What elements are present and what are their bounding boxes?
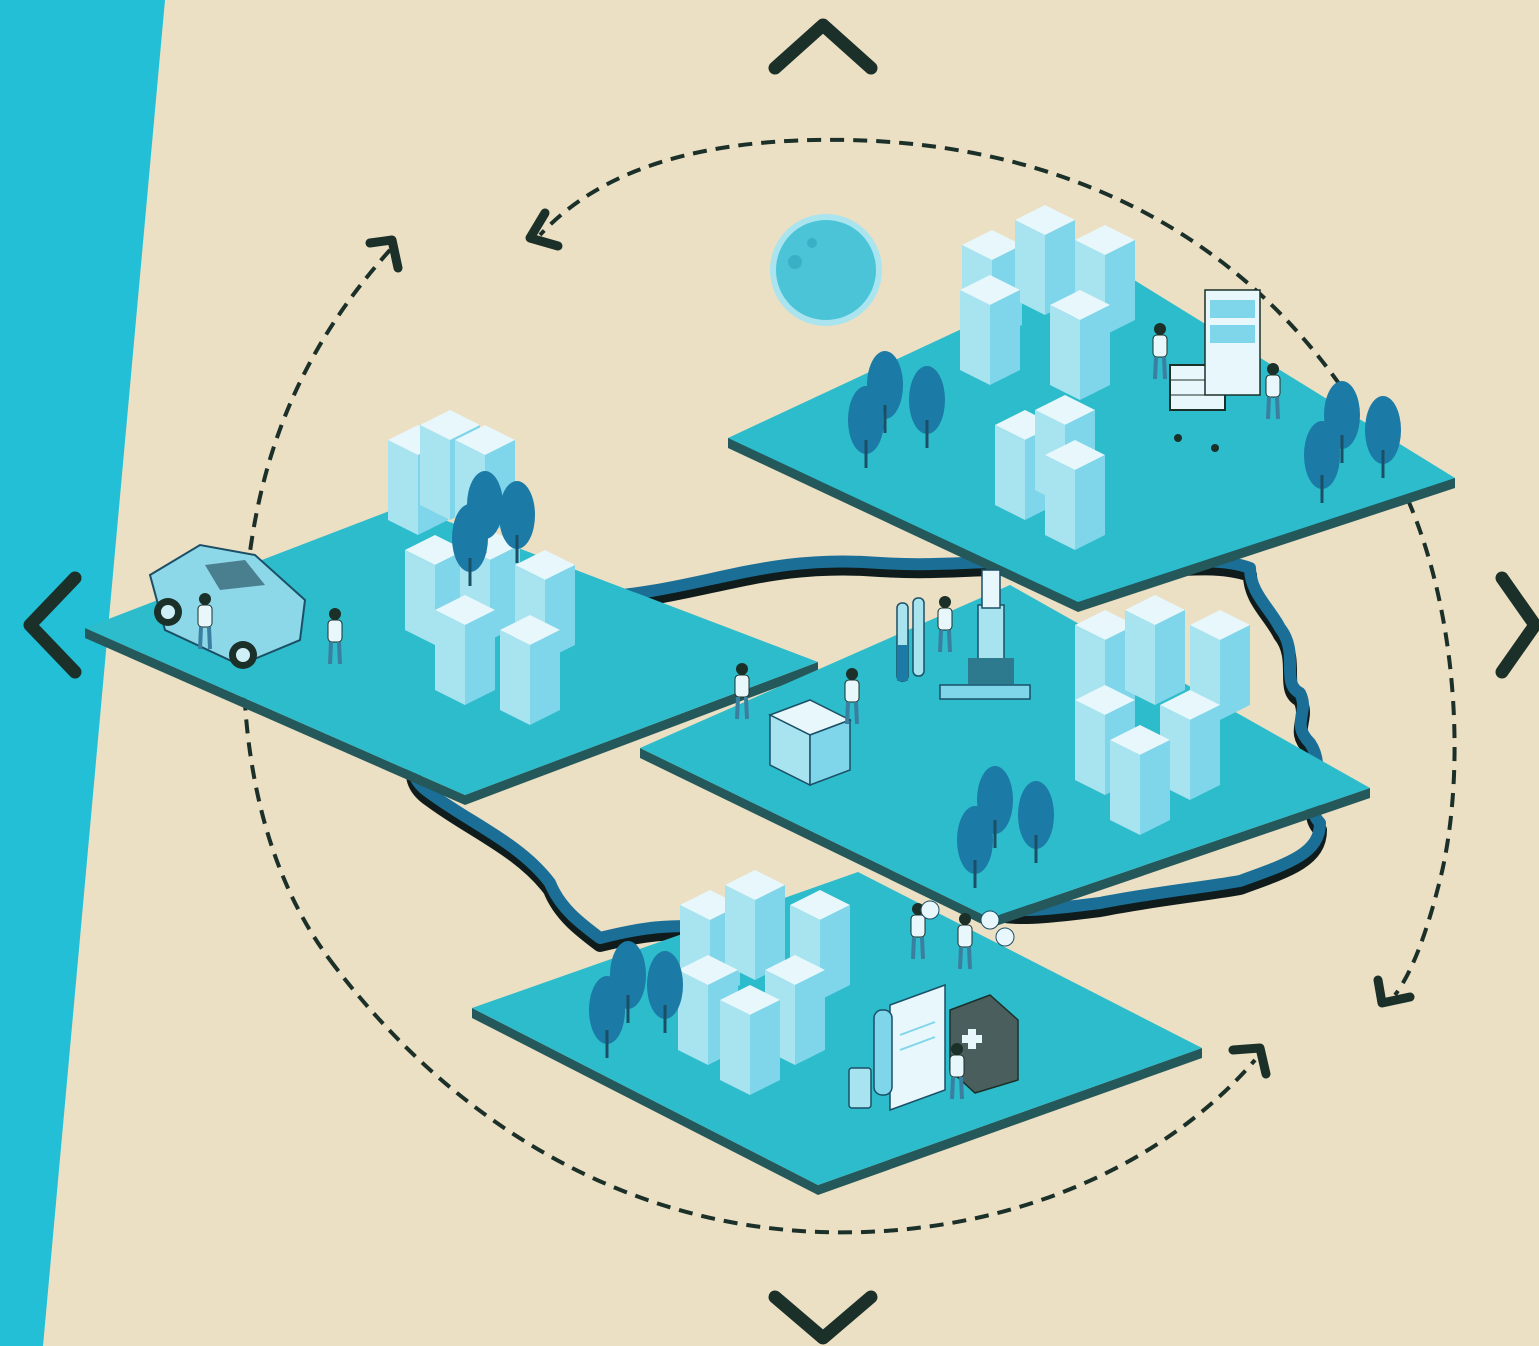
microscope-icon xyxy=(939,569,1031,700)
platform-healthcare-top xyxy=(472,872,1202,1185)
clipboard-icon xyxy=(889,983,946,1112)
cycle-arc-bottom xyxy=(328,958,1257,1235)
medicine-bottle-icon xyxy=(848,1009,893,1109)
platform-healthcare-edge xyxy=(472,1008,1202,1195)
arrowhead-top-icon xyxy=(525,208,563,251)
test-tubes-icon xyxy=(896,597,925,682)
chevron-down-icon xyxy=(768,1290,878,1345)
arrowhead-left-icon xyxy=(365,235,403,273)
nav-left-button[interactable] xyxy=(15,565,90,690)
chevron-left-icon xyxy=(23,571,82,679)
platform-healthcare[interactable] xyxy=(472,870,1202,1195)
arrowhead-right-icon xyxy=(1373,975,1415,1008)
pallet-boxes xyxy=(768,699,852,787)
flower-pots xyxy=(920,900,1015,947)
car-icon xyxy=(148,543,307,669)
platform-laboratory[interactable] xyxy=(640,569,1370,928)
store-shelf xyxy=(1204,289,1261,396)
nav-down-button[interactable] xyxy=(760,1280,890,1346)
platform-retail[interactable] xyxy=(728,205,1455,612)
cycle-arc-left xyxy=(241,248,392,962)
nav-right-button[interactable] xyxy=(1485,565,1539,690)
sun-icon xyxy=(770,214,882,326)
cycle-arc-top xyxy=(538,137,1342,387)
arrowhead-bottom-icon xyxy=(1228,1043,1271,1079)
platform-laboratory-edge xyxy=(640,748,1370,928)
cycle-arc-right xyxy=(1393,499,1457,997)
cycle-arrows xyxy=(241,137,1457,1235)
platform-car-wash[interactable] xyxy=(85,410,818,805)
chevron-right-icon xyxy=(1495,571,1539,679)
nav-up-button[interactable] xyxy=(760,10,890,80)
cycle-arrowheads xyxy=(365,208,1415,1079)
platform-laboratory-top xyxy=(640,585,1370,918)
side-panel xyxy=(0,0,165,1346)
chevron-up-icon xyxy=(768,18,878,75)
